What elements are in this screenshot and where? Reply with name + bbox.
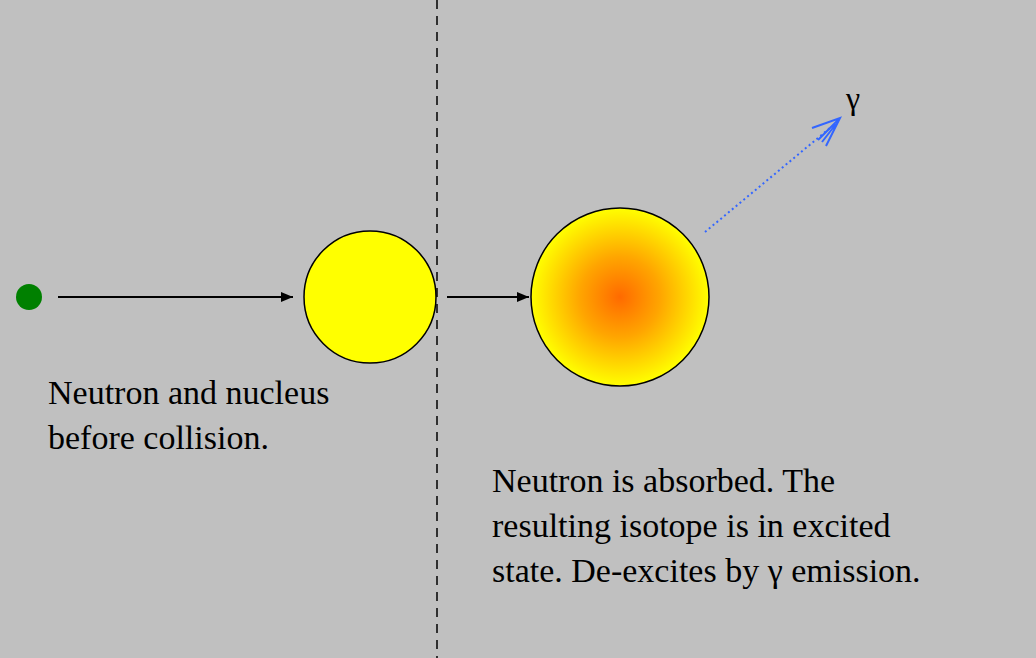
transition-arrow — [447, 296, 529, 298]
caption-text: Neutron and nucleus before collision. — [48, 370, 378, 460]
divider-line — [436, 0, 438, 658]
gamma-ray — [705, 128, 830, 232]
gamma-arrowhead — [812, 118, 840, 146]
excited-nucleus — [531, 208, 709, 386]
gamma-label: γ — [846, 76, 860, 121]
neutron-path-arrow — [58, 296, 293, 298]
caption-text: Neutron is absorbed. The resulting isoto… — [492, 458, 937, 593]
neutron — [16, 284, 42, 310]
nucleus — [304, 231, 436, 363]
